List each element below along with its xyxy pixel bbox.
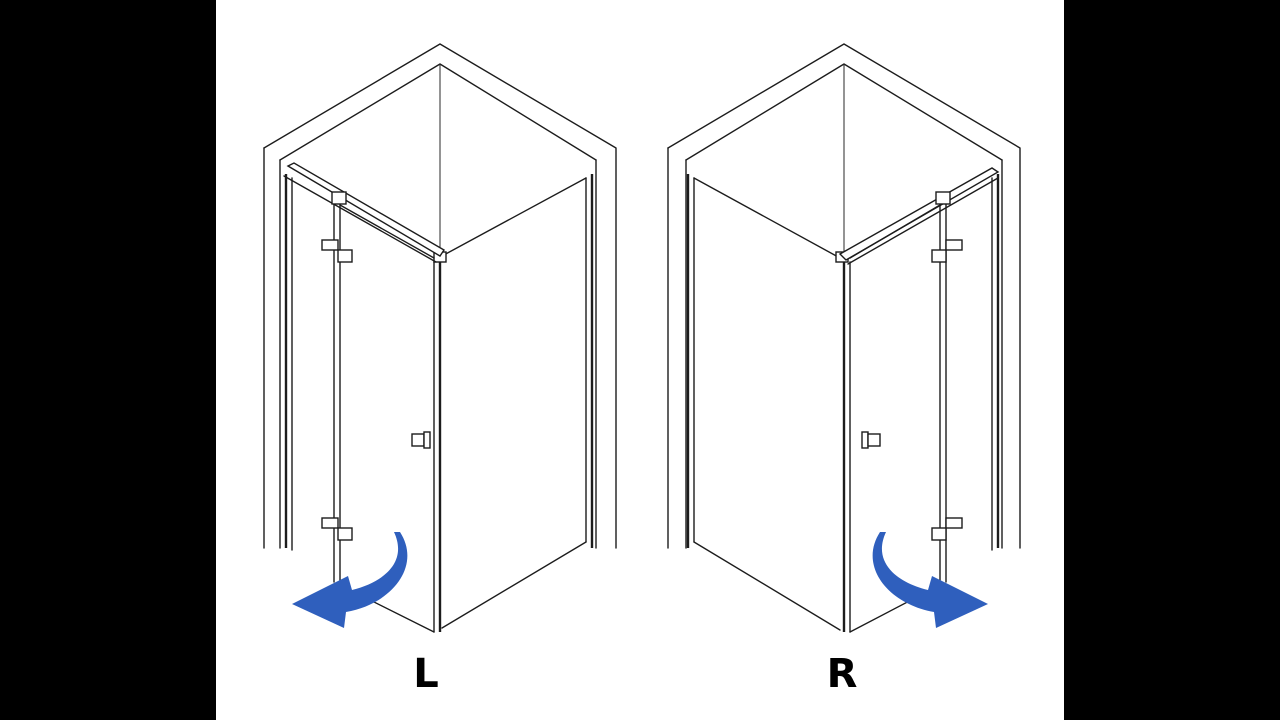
door-hinge-bottom (321, 517, 353, 541)
wall-corner (263, 43, 617, 549)
shower-enclosure-right-hinged (640, 0, 1064, 720)
shower-enclosure-right-drawing (667, 43, 1021, 633)
diagram-canvas: L R (216, 0, 1064, 720)
curved-arrow-left-icon (292, 532, 408, 628)
hinge-side-label-left: L (413, 651, 439, 697)
corner-profile (835, 251, 851, 633)
wall-profile-right (991, 174, 1000, 551)
fixed-side-panel (441, 174, 594, 629)
curved-arrow-right-icon (872, 532, 988, 628)
wall-profile-left (284, 174, 293, 551)
door-hinge-bottom (931, 517, 963, 541)
top-bar (283, 162, 445, 263)
wall-corner (667, 43, 1021, 549)
door-hinge-top (321, 239, 353, 263)
corner-profile (433, 251, 447, 633)
door-handle (411, 431, 431, 449)
shower-enclosure-left-drawing (263, 43, 617, 633)
door-hinge-top (931, 239, 963, 263)
fixed-side-panel (686, 174, 841, 631)
hinge-side-label-right: R (826, 651, 858, 697)
shower-enclosure-left-hinged (216, 0, 640, 720)
door-handle (861, 431, 881, 449)
